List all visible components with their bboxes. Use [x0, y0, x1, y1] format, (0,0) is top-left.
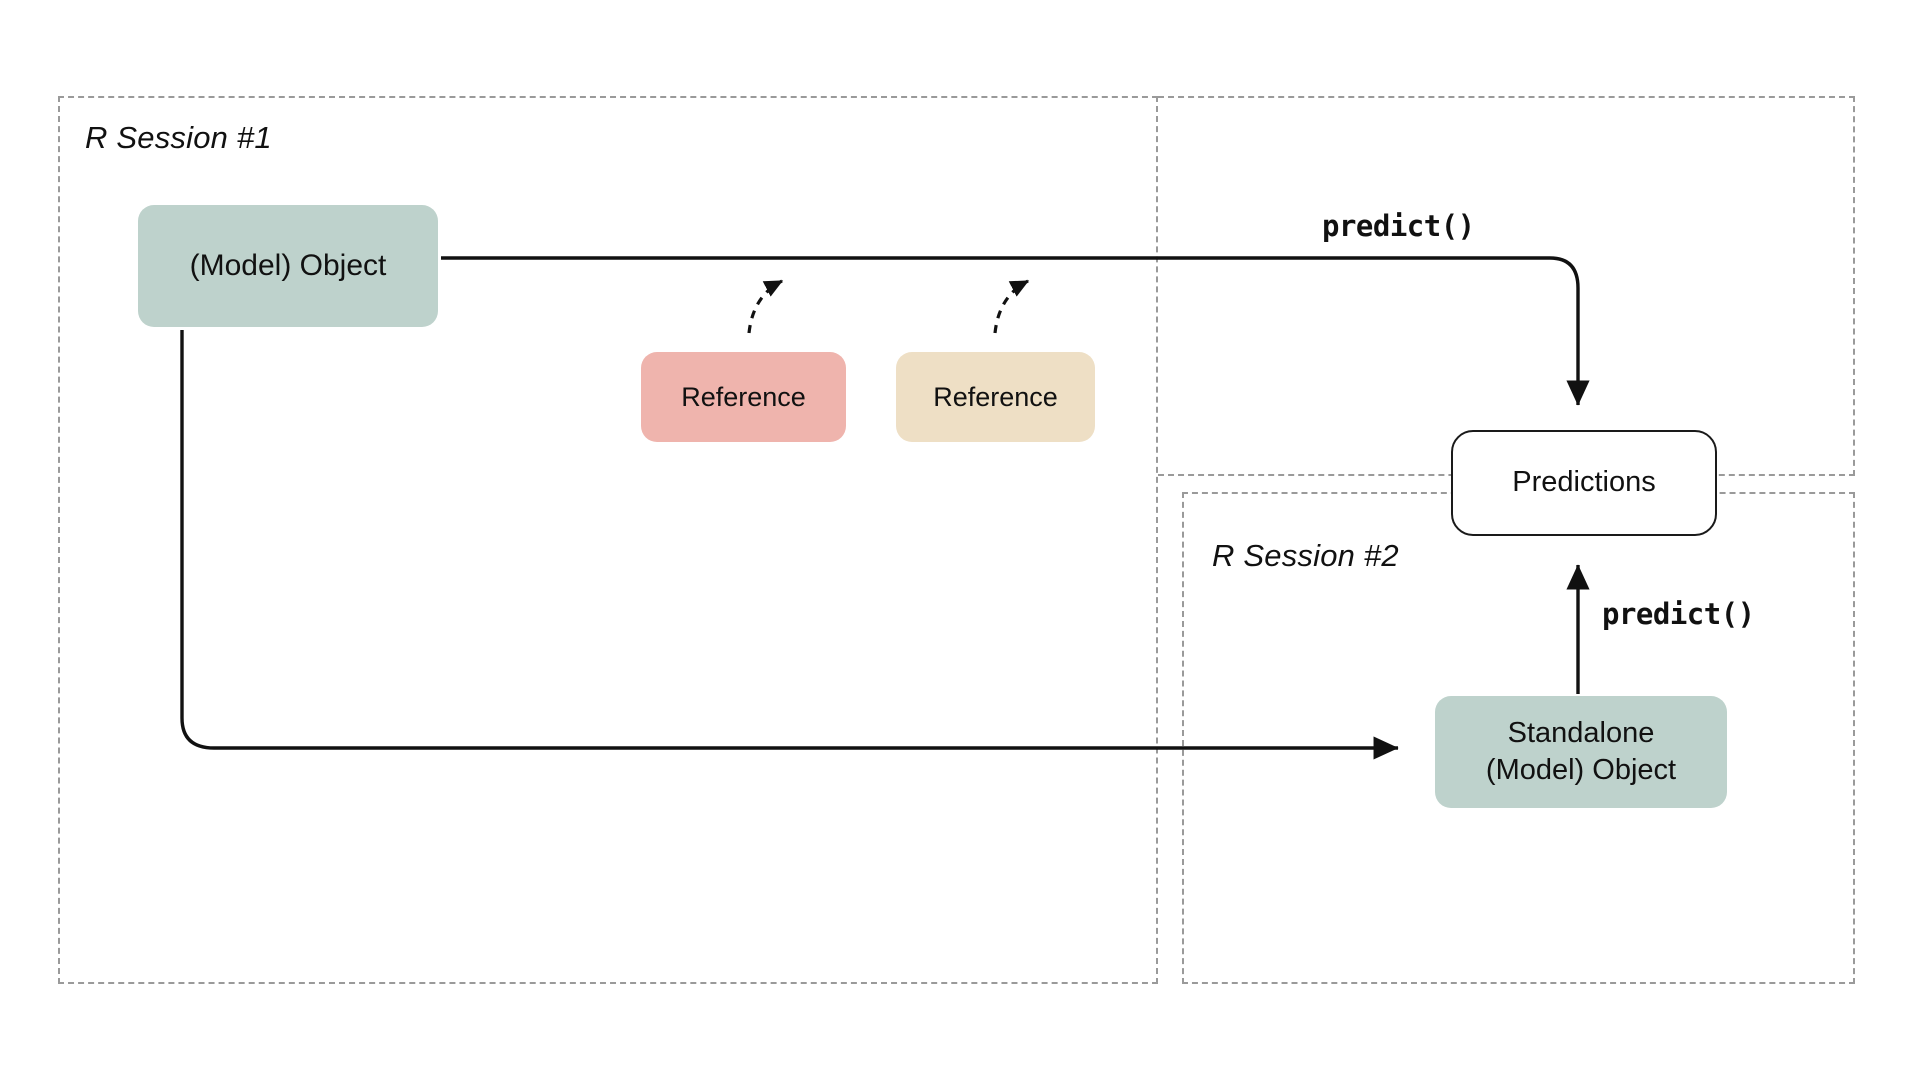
edge-label-predict-top: predict() [1322, 209, 1475, 243]
node-model-object[interactable]: (Model) Object [138, 205, 438, 327]
node-reference-cream[interactable]: Reference [896, 352, 1095, 442]
node-standalone-model-object[interactable]: Standalone (Model) Object [1435, 696, 1727, 808]
session-container-1-extension [1158, 96, 1855, 476]
session-1-label: R Session #1 [85, 120, 272, 155]
node-reference-red[interactable]: Reference [641, 352, 846, 442]
session-2-label: R Session #2 [1212, 538, 1399, 573]
node-predictions[interactable]: Predictions [1451, 430, 1717, 536]
edge-label-predict-middle: predict() [1602, 597, 1755, 631]
